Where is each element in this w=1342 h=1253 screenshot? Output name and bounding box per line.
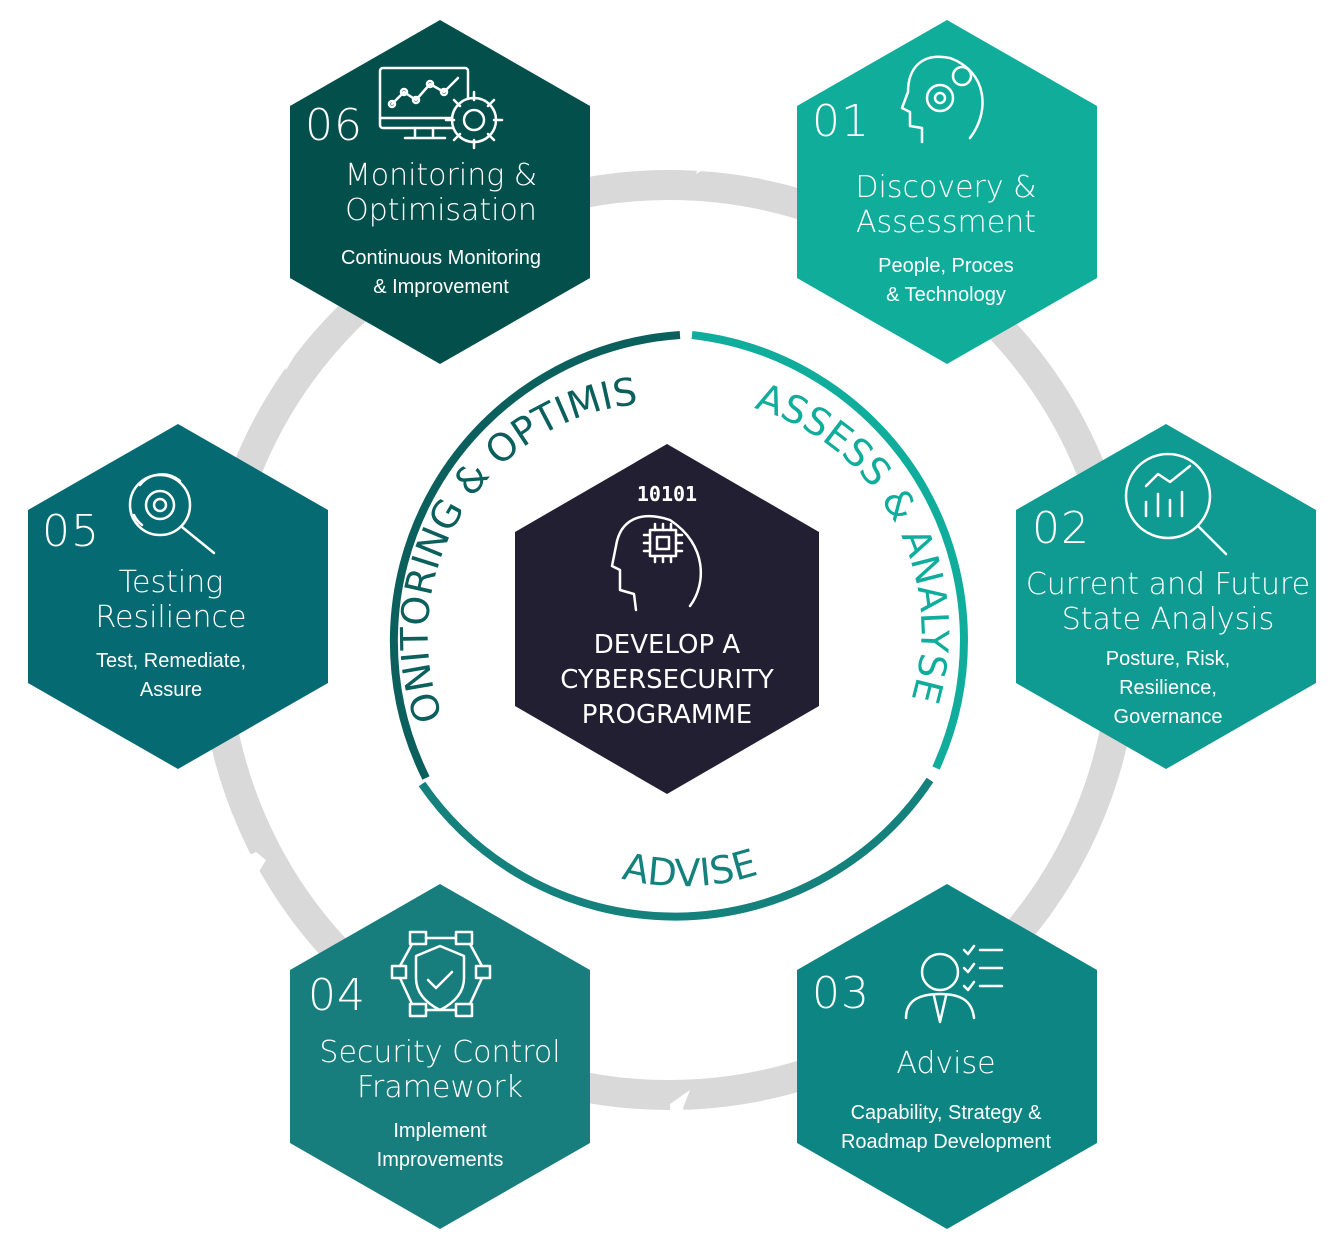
monitor-gear-icon (378, 66, 504, 150)
gear-search-icon (128, 473, 216, 555)
step-03-number: 03 (812, 968, 870, 1019)
step-06-text: Monitoring & Optimisation Continuous Mon… (300, 158, 582, 302)
hexagon-step-05 (28, 424, 328, 769)
step-04-subtitle: Implement Improvements (376, 1120, 504, 1171)
arrow-bottom (670, 1090, 690, 1128)
head-gear-icon (900, 55, 984, 144)
step-02-title: Current and Future State Analysis (1025, 567, 1311, 637)
step-02-subtitle: Posture, Risk, Resilience, Governance (1105, 648, 1231, 728)
head-chip-icon (610, 515, 702, 612)
hexagon-step-06 (290, 20, 590, 364)
inner-arc-monitoring (389, 331, 681, 780)
inner-arc-assess (691, 331, 968, 770)
arrow-top (696, 140, 716, 174)
arrow-left-upper (266, 344, 298, 370)
hexagon-step-04 (290, 884, 590, 1229)
shield-locks-icon (390, 930, 492, 1018)
step-05-text: Testing Resilience Test, Remediate, Assu… (36, 565, 306, 705)
step-05-number: 05 (42, 506, 100, 557)
step-03-title: Advise (896, 1046, 996, 1081)
center-title: DEVELOP A CYBERSECURITY PROGRAMME (560, 630, 774, 730)
hexagon-step-02 (1016, 424, 1316, 769)
step-01-title: Discovery & Assessment (855, 170, 1037, 240)
arrow-right-lower (1072, 865, 1102, 898)
step-01-text: Discovery & Assessment People, Proces & … (805, 170, 1087, 310)
arc-label-advise: ADVISE (619, 841, 761, 896)
step-01-subtitle: People, Proces & Technology (878, 255, 1014, 306)
advisor-checklist-icon (904, 944, 1004, 1024)
step-03-subtitle: Capability, Strategy & Roadmap Developme… (840, 1102, 1052, 1153)
inner-arc-advise (418, 777, 934, 921)
step-06-subtitle: Continuous Monitoring & Improvement (340, 247, 542, 298)
hexagon-step-03 (797, 884, 1097, 1229)
step-02-number: 02 (1032, 503, 1090, 554)
step-06-title: Monitoring & Optimisation (344, 158, 538, 228)
arrow-left-lower (238, 852, 266, 880)
step-04-text: Security Control Framework Implement Imp… (298, 1035, 582, 1175)
step-05-title: Testing Resilience (95, 565, 247, 635)
arrow-right-upper (1085, 400, 1112, 432)
chart-magnifier-icon (1124, 452, 1228, 556)
step-02-text: Current and Future State Analysis Postur… (1020, 567, 1316, 732)
step-04-number: 04 (308, 970, 366, 1021)
step-05-subtitle: Test, Remediate, Assure (95, 650, 247, 701)
step-04-title: Security Control Framework (319, 1035, 561, 1105)
center-hexagon (515, 444, 819, 794)
step-01-number: 01 (812, 96, 870, 147)
hexagon-step-01 (797, 20, 1097, 364)
step-06-number: 06 (305, 100, 363, 151)
step-03-text: Advise Capability, Strategy & Roadmap De… (805, 1046, 1087, 1157)
center-binary: 10101 (636, 482, 698, 506)
cycle-arrows (238, 140, 1112, 1128)
